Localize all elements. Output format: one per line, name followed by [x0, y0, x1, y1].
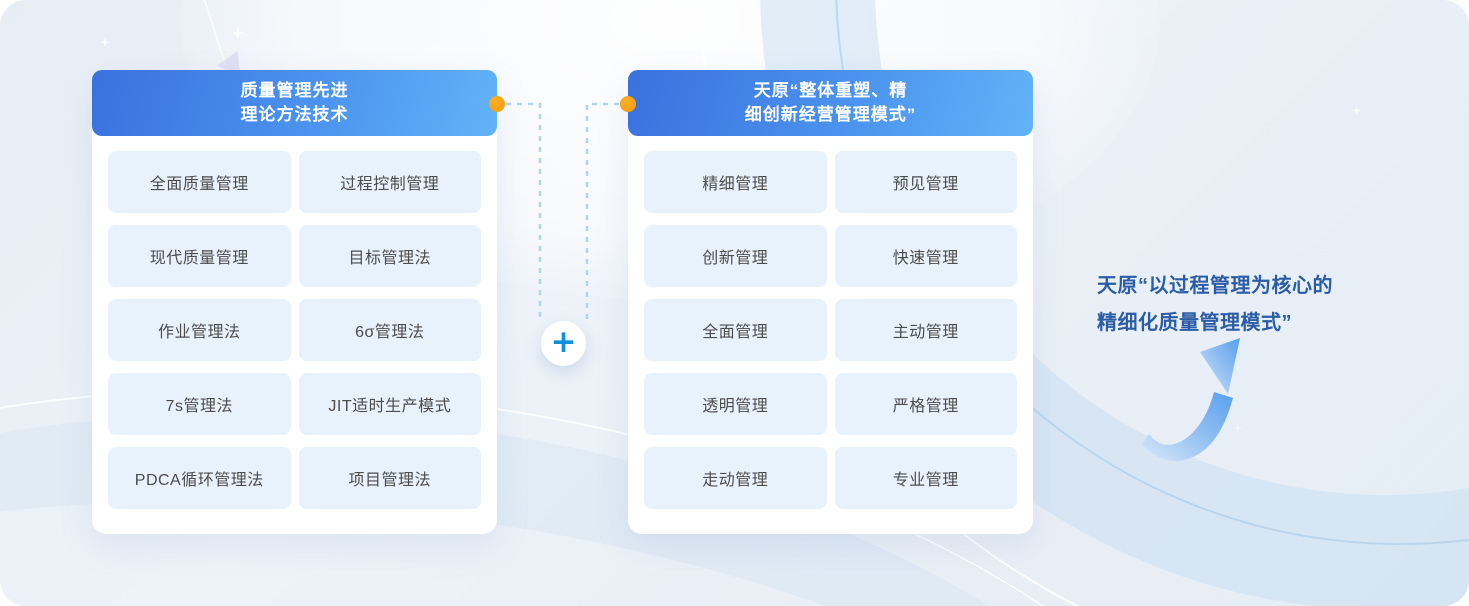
list-item: 透明管理 [644, 373, 827, 435]
orange-dot-right [620, 96, 636, 112]
list-item: PDCA循环管理法 [108, 447, 291, 509]
list-item: 项目管理法 [298, 447, 481, 509]
plus-icon: + [541, 321, 586, 366]
list-item: 主动管理 [834, 299, 1017, 361]
left-panel-grid: 全面质量管理 过程控制管理 现代质量管理 目标管理法 作业管理法 6σ管理法 7… [108, 151, 481, 509]
list-item: 目标管理法 [298, 225, 481, 287]
left-panel-title-line2: 理论方法技术 [240, 105, 349, 124]
list-item: 7s管理法 [108, 373, 291, 435]
list-item: 预见管理 [834, 151, 1017, 213]
list-item: 过程控制管理 [298, 151, 481, 213]
list-item: 严格管理 [834, 373, 1017, 435]
list-item: JIT适时生产模式 [298, 373, 481, 435]
left-panel-title: 质量管理先进 理论方法技术 [92, 70, 497, 136]
list-item: 全面质量管理 [108, 151, 291, 213]
list-item: 全面管理 [644, 299, 827, 361]
result-annotation-line2: 精细化质量管理模式” [1097, 312, 1292, 334]
list-item: 快速管理 [834, 225, 1017, 287]
list-item: 作业管理法 [108, 299, 291, 361]
left-panel-title-line1: 质量管理先进 [240, 81, 349, 100]
right-panel-grid: 精细管理 预见管理 创新管理 快速管理 全面管理 主动管理 透明管理 严格管理 … [644, 151, 1017, 509]
right-panel-title: 天原“整体重塑、精 细创新经营管理模式” [628, 70, 1033, 136]
list-item: 精细管理 [644, 151, 827, 213]
orange-dot-left [489, 96, 505, 112]
right-panel-title-line1: 天原“整体重塑、精 [753, 81, 908, 100]
left-panel-advanced-theories: 质量管理先进 理论方法技术 全面质量管理 过程控制管理 现代质量管理 目标管理法… [92, 70, 497, 534]
list-item: 走动管理 [644, 447, 827, 509]
right-panel-title-line2: 细创新经营管理模式” [744, 105, 917, 124]
list-item: 创新管理 [644, 225, 827, 287]
result-annotation-line1: 天原“以过程管理为核心的 [1097, 275, 1333, 297]
list-item: 现代质量管理 [108, 225, 291, 287]
right-panel-tianyuan-model: 天原“整体重塑、精 细创新经营管理模式” 精细管理 预见管理 创新管理 快速管理… [628, 70, 1033, 534]
list-item: 专业管理 [834, 447, 1017, 509]
list-item: 6σ管理法 [298, 299, 481, 361]
arrow-up-right-icon [1142, 338, 1240, 461]
